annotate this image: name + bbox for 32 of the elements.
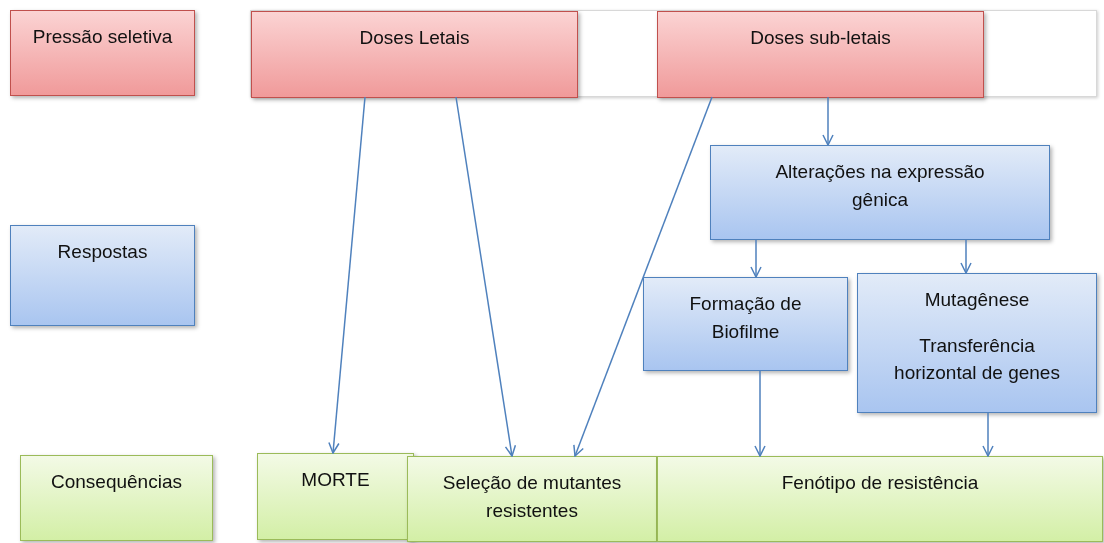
arrow [750,239,762,278]
arrow [822,96,834,146]
process-box [257,453,414,540]
process-box [643,277,848,371]
arrow [754,370,766,457]
process-box [657,11,984,98]
box-label: Mutagênese [924,288,1030,312]
arrow [960,239,972,274]
process-box [857,273,1097,413]
box-label: Consequências [51,470,182,494]
arrow [328,96,366,454]
process-box [710,145,1050,240]
process-box [657,456,1103,542]
arrow [573,96,713,457]
box-label: Seleção de mutantes resistentes [441,471,623,523]
box-label: Alterações na expressão gênica [774,160,986,212]
arrow [982,412,994,457]
process-box [10,225,195,326]
box-label: Transferência horizontal de genes [893,333,1061,386]
process-box [10,10,195,96]
box-label: MORTE [301,468,370,492]
process-box [407,456,657,542]
background-box [250,10,1097,97]
box-label: Doses sub-letais [750,26,891,50]
process-box [251,11,578,98]
box-label: Pressão seletiva [32,25,173,49]
process-box [20,455,213,541]
box-label: Respostas [57,240,148,264]
box-label: Fenótipo de resistência [781,471,979,495]
arrow [455,96,517,457]
box-label: Formação de Biofilme [688,292,803,344]
box-label: Doses Letais [359,26,470,50]
